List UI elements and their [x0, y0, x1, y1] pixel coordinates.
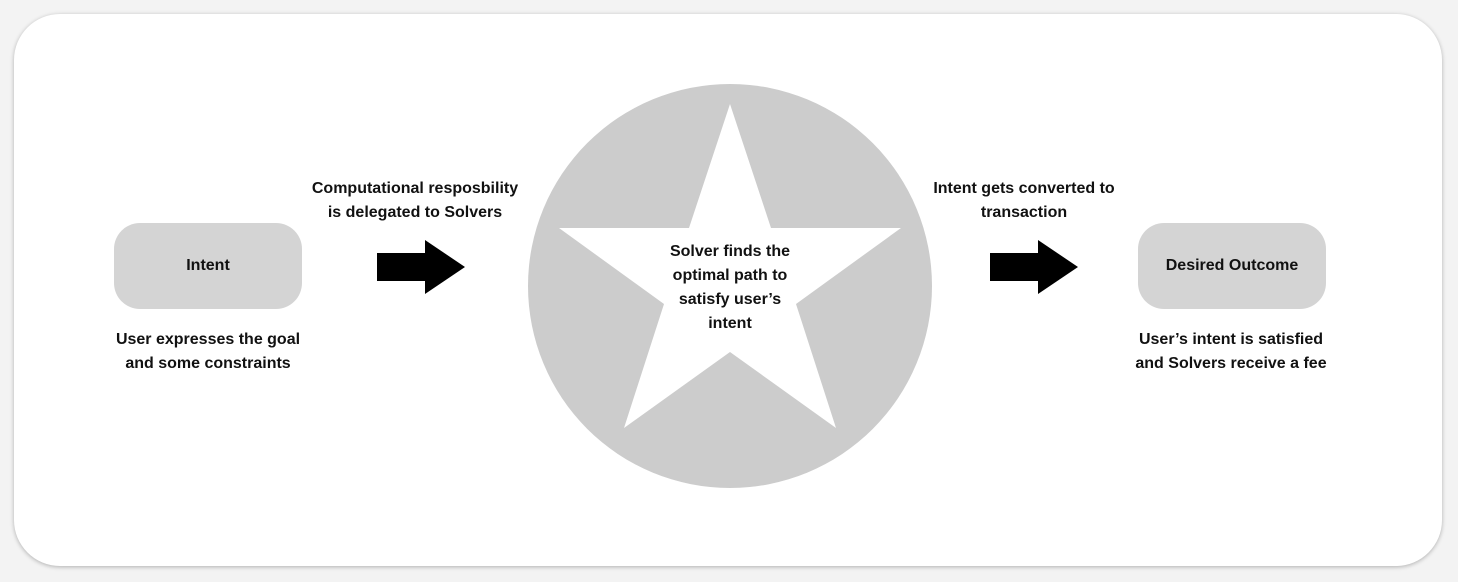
- intent-caption: User expresses the goal and some constra…: [115, 331, 301, 372]
- desired-outcome-node: Desired Outcome: [1138, 223, 1326, 309]
- desired-outcome-label: Desired Outcome: [1165, 257, 1299, 274]
- delegation-caption: Computational resposbility is delegated …: [311, 180, 519, 221]
- outcome-caption: User’s intent is satisfied and Solvers r…: [1135, 331, 1327, 372]
- right-arrow-icon: [990, 240, 1078, 294]
- conversion-caption: Intent gets converted to transaction: [933, 180, 1115, 221]
- intent-node-label: Intent: [186, 257, 230, 274]
- intent-node: Intent: [114, 223, 302, 309]
- star-icon: [559, 104, 901, 428]
- solver-hub: [528, 84, 932, 488]
- solver-hub-label: Solver finds the optimal path to satisfy…: [669, 243, 791, 332]
- right-arrow-icon: [377, 240, 465, 294]
